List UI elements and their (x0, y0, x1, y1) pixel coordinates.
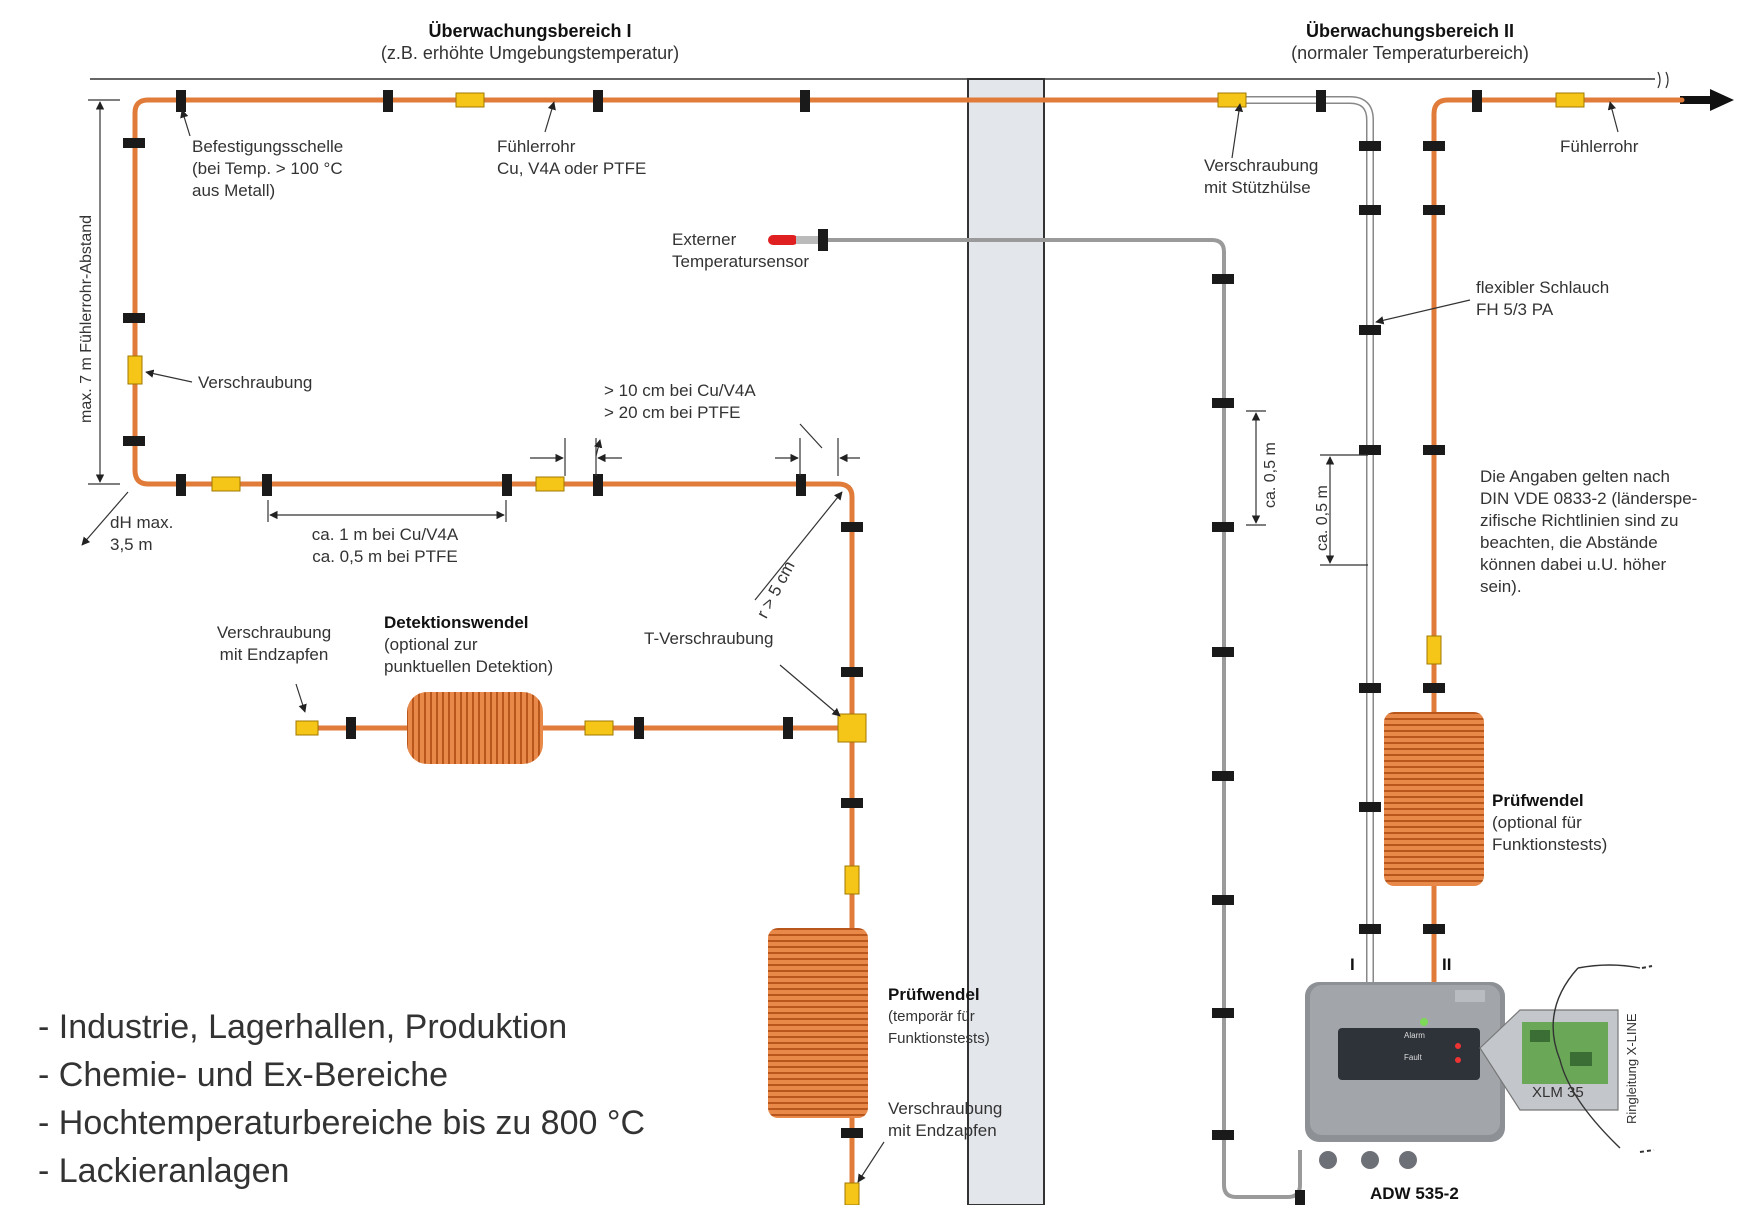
leader-lines (145, 101, 1619, 1183)
adw-device (1305, 982, 1505, 1169)
zone-1-marker: I (1350, 955, 1355, 974)
dist-top-label: > 10 cm bei Cu/V4A> 20 cm bei PTFE (604, 381, 756, 422)
dist-label-b: ca. 0,5 m (1314, 485, 1331, 551)
ring-line-label: Ringleitung X-LINE (1624, 1013, 1639, 1124)
zone-2-marker: II (1442, 955, 1452, 974)
sensor-tube-right-label: Fühlerrohr (1560, 137, 1639, 156)
external-sensor (768, 235, 798, 245)
direction-arrow (1680, 89, 1734, 111)
fittings (127, 92, 1585, 1205)
detection-coil (407, 692, 543, 764)
xlm-module (1479, 964, 1655, 1153)
dimensions (81, 99, 1368, 601)
flexible-hose (1230, 96, 1374, 985)
module-label: XLM 35 (1532, 1084, 1584, 1101)
dist-label-a: ca. 0,5 m (1262, 442, 1279, 508)
t-screw-label: T-Verschraubung (644, 629, 774, 648)
clamps (123, 90, 1482, 1205)
screw-label: Verschraubung (198, 373, 313, 392)
application-list: - Industrie, Lagerhallen, Produktion - C… (38, 1003, 645, 1195)
dh-label: dH max.3,5 m (110, 513, 174, 554)
list-item: - Industrie, Lagerhallen, Produktion (38, 1008, 568, 1046)
list-item: - Chemie- und Ex-Bereiche (38, 1056, 449, 1094)
zone-2-heading: Überwachungsbereich II (normaler Tempera… (1291, 21, 1529, 63)
list-item: - Hochtemperaturbereiche bis zu 800 °C (38, 1104, 646, 1142)
external-sensor-line (824, 238, 1302, 1199)
zone-1-heading: Überwachungsbereich I (z.B. erhöhte Umge… (380, 21, 680, 63)
list-item: - Lackieranlagen (38, 1152, 290, 1190)
panel-alarm-label: Alarm (1404, 1031, 1425, 1040)
test-coil-temporary (768, 928, 868, 1118)
device-label: ADW 535-2 (1370, 1184, 1459, 1203)
max-distance-label: max. 7 m Fühlerrohr-Abstand (78, 214, 95, 423)
panel-fault-label: Fault (1404, 1053, 1422, 1062)
wall-column (967, 78, 1045, 1205)
test-coil-optional (1384, 712, 1484, 886)
